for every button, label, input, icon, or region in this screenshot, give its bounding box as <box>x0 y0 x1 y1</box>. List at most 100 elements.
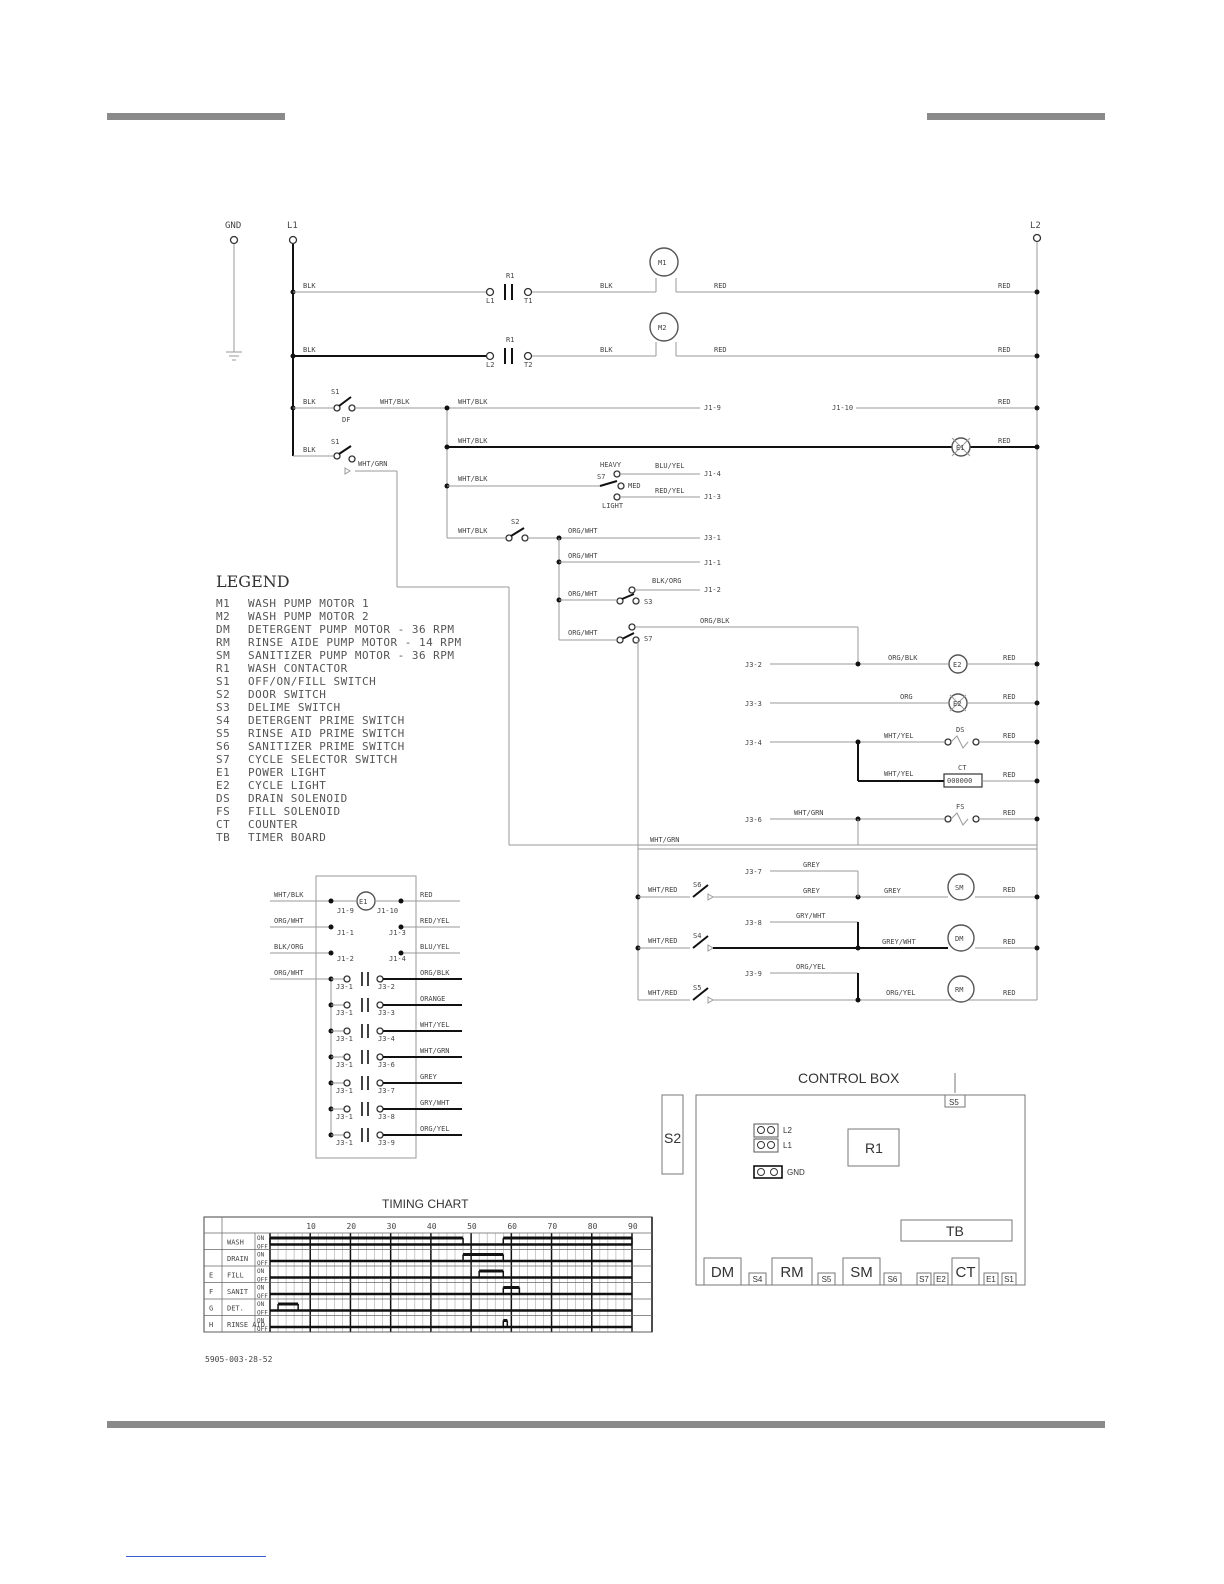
svg-text:L1: L1 <box>486 297 494 305</box>
svg-text:RED: RED <box>1003 989 1016 997</box>
svg-text:S6: S6 <box>693 881 701 889</box>
legend-code: CT <box>216 818 230 831</box>
circuit-dm: J3-8 GRY/WHT WHT/RED S4 GREY/WHT DM RED <box>635 912 1040 952</box>
svg-text:GREY: GREY <box>803 887 821 895</box>
legend-desc: RINSE AID PRIME SWITCH <box>248 727 405 740</box>
svg-text:LIGHT: LIGHT <box>602 502 624 510</box>
control-box-slot <box>703 1257 742 1286</box>
svg-text:J3-6: J3-6 <box>745 816 762 824</box>
relay-term-in: J3-1 <box>336 1113 353 1121</box>
svg-text:ORG/WHT: ORG/WHT <box>568 527 598 535</box>
legend-title: LEGEND <box>216 572 290 591</box>
svg-text:ORG/YEL: ORG/YEL <box>796 963 826 971</box>
circuit-rm: J3-9 ORG/YEL WHT/RED S5 ORG/YEL RM RED <box>638 963 1037 1004</box>
relay-wire: ORG/BLK <box>420 969 450 977</box>
control-box-slot-label: S4 <box>753 1275 763 1284</box>
svg-text:RED/YEL: RED/YEL <box>420 917 450 925</box>
l2-label: L2 <box>1030 221 1041 231</box>
timing-on-label: ON <box>257 1318 265 1325</box>
circuit-s2: WHT/BLK S2 ORG/WHT J3-1 ORG/WHT J1-1 <box>447 518 721 640</box>
svg-text:RED: RED <box>1003 732 1016 740</box>
svg-text:J3-4: J3-4 <box>745 739 762 747</box>
svg-text:J1-9: J1-9 <box>704 404 721 412</box>
legend-desc: DETERGENT PRIME SWITCH <box>248 714 405 727</box>
circuit-sm: J3-7 GREY WHT/RED S6 GREY GREY SM RED <box>635 848 1040 901</box>
legend-desc: POWER LIGHT <box>248 766 326 779</box>
svg-text:WHT/BLK: WHT/BLK <box>458 527 488 535</box>
legend-code: FS <box>216 805 230 818</box>
control-box-slot-label: E2 <box>936 1275 946 1284</box>
svg-text:TB: TB <box>946 1223 964 1239</box>
circuit-e2-cross: J3-3 ORG E2 RED <box>745 693 1040 713</box>
svg-text:ORG/WHT: ORG/WHT <box>568 590 598 598</box>
legend-code: R1 <box>216 662 230 675</box>
legend-desc: RINSE AIDE PUMP MOTOR - 14 RPM <box>248 636 462 649</box>
timing-off-label: OFF <box>257 1293 268 1300</box>
svg-text:GREY: GREY <box>884 887 902 895</box>
relay-term-out: J3-8 <box>378 1113 395 1121</box>
svg-text:S5: S5 <box>949 1098 959 1107</box>
svg-text:RED: RED <box>1003 693 1016 701</box>
control-box-slot-label: S7 <box>919 1275 929 1284</box>
legend-desc: WASH PUMP MOTOR 1 <box>248 597 369 610</box>
legend-code: DS <box>216 792 230 805</box>
legend-code: S1 <box>216 675 230 688</box>
svg-text:T2: T2 <box>524 361 532 369</box>
timing-tick: 80 <box>588 1222 598 1231</box>
relay-contact-icon <box>343 1053 351 1061</box>
svg-text:J3-1: J3-1 <box>704 534 721 542</box>
legend-code: S3 <box>216 701 230 714</box>
header-rule-left <box>107 113 285 120</box>
relay-contact-icon <box>343 1027 351 1035</box>
svg-text:S4: S4 <box>693 932 701 940</box>
svg-text:GREY: GREY <box>803 861 821 869</box>
l1-label: L1 <box>287 221 298 231</box>
timing-chart-title: TIMING CHART <box>382 1197 469 1211</box>
svg-text:BLK: BLK <box>303 446 316 454</box>
circuit-e1: WHT/BLK E1 RED <box>444 405 1040 538</box>
svg-text:RED: RED <box>1003 771 1016 779</box>
circuit-s7-heavy: WHT/BLK HEAVY BLU/YEL J1-4 S7 MED RED/YE… <box>444 461 721 510</box>
rail-l2: L2 <box>1030 221 1042 1000</box>
svg-text:L2: L2 <box>783 1126 792 1135</box>
relay-wire: ORANGE <box>420 995 445 1003</box>
svg-text:E2: E2 <box>953 661 961 669</box>
timing-row-key: G <box>209 1304 213 1312</box>
svg-text:WHT/BLK: WHT/BLK <box>458 475 488 483</box>
relay-term-in: J3-1 <box>336 1061 353 1069</box>
svg-text:M2: M2 <box>658 324 666 332</box>
footer-link-underline[interactable] <box>126 1556 266 1557</box>
svg-text:J1-9: J1-9 <box>337 907 354 915</box>
legend-code: S2 <box>216 688 230 701</box>
control-box-slot <box>748 1272 767 1286</box>
svg-text:RM: RM <box>955 986 963 994</box>
relay-contact-icon <box>343 975 351 983</box>
relay-term-out: J3-7 <box>378 1087 395 1095</box>
svg-text:RED: RED <box>998 437 1011 445</box>
svg-text:S2: S2 <box>511 518 519 526</box>
legend-desc: OFF/ON/FILL SWITCH <box>248 675 376 688</box>
timing-on-label: ON <box>257 1285 265 1292</box>
circuit-ds-ct: J3-4 WHT/YEL DS RED WHT/YEL CT 000000 RE… <box>745 726 1040 788</box>
svg-text:S1: S1 <box>331 388 339 396</box>
svg-text:S7: S7 <box>644 635 652 643</box>
legend-code: S7 <box>216 753 230 766</box>
svg-text:RED: RED <box>998 282 1011 290</box>
relay-wire: GREY <box>420 1073 438 1081</box>
relay-term-out: J3-2 <box>378 983 395 991</box>
legend-code: S6 <box>216 740 230 753</box>
svg-text:J1-4: J1-4 <box>389 955 406 963</box>
control-box-slot-label: SM <box>850 1264 873 1281</box>
relay-term-in: J3-1 <box>336 983 353 991</box>
drawing-number: 5905-003-28-52 <box>205 1355 273 1364</box>
control-box-slot <box>817 1272 836 1286</box>
relay-term-out: J3-6 <box>378 1061 395 1069</box>
circuit-fs: J3-6 WHT/GRN FS RED <box>745 803 1040 845</box>
circuit-e2: J3-2 ORG/BLK E2 RED <box>745 654 1040 674</box>
relay-contact-icon <box>343 1131 351 1139</box>
svg-text:E1: E1 <box>359 898 367 906</box>
